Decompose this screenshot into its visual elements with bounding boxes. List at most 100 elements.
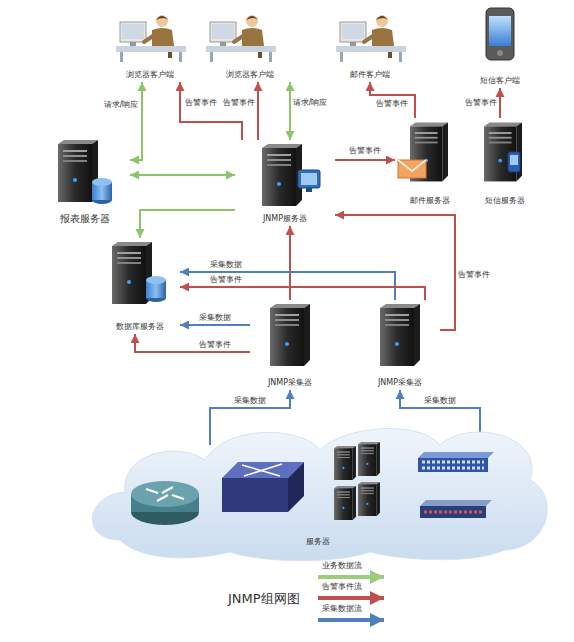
monitor-screen — [301, 173, 317, 185]
collector: JNMP采集器 — [360, 300, 440, 390]
server-icon — [262, 144, 302, 206]
flow-connector — [180, 324, 250, 326]
flow-connector — [289, 82, 291, 140]
router-arrows — [146, 487, 184, 501]
node-label: 浏览器客户端 — [126, 70, 174, 80]
edge-label: 请求/响应 — [292, 98, 329, 108]
flow-connector — [180, 287, 425, 300]
node-label: 数据库服务器 — [116, 322, 164, 332]
database-server: 数据库服务器 — [100, 238, 180, 334]
flow-connector — [370, 82, 415, 118]
server-icon — [334, 486, 356, 520]
edge-label: 采集数据 — [423, 396, 457, 406]
server-icon — [358, 482, 380, 516]
flow-connector — [335, 159, 395, 161]
jnmp-server: JNMP服务器 — [235, 140, 335, 226]
legend-arrow — [318, 618, 384, 622]
report-server: 报表服务器 — [40, 135, 130, 227]
node-label: JNMP采集器 — [268, 378, 312, 388]
node-label: 服务器 — [306, 537, 330, 547]
phone-icon — [508, 152, 520, 172]
user-workstation — [116, 15, 186, 62]
node-label: 邮件客户端 — [350, 70, 390, 80]
edge-label: 告警事件 — [222, 98, 256, 108]
legend-label: 告警事件流 — [322, 582, 362, 592]
edge-label: 告警事件 — [375, 99, 409, 109]
server-icon — [334, 446, 356, 480]
switch-top — [222, 462, 304, 478]
monitor-stand — [306, 188, 312, 192]
user-workstation — [206, 15, 276, 62]
rack-switch-top — [420, 500, 492, 506]
phone-button — [497, 50, 503, 56]
mail-server: 邮件服务器 — [395, 118, 465, 208]
connector-layer — [130, 82, 500, 445]
router-body — [131, 494, 199, 512]
switch-ports — [422, 467, 484, 470]
server-icon — [270, 304, 310, 366]
server-icon — [380, 304, 420, 366]
database-icon — [146, 276, 166, 302]
router-base — [131, 499, 199, 525]
legend-label: 业务数据流 — [322, 561, 362, 571]
user-workstation — [336, 15, 406, 62]
edge-label: 告警事件 — [348, 146, 382, 156]
monitor-icon — [298, 170, 320, 188]
legend-arrow — [318, 575, 384, 579]
edge-label: 采集数据 — [209, 260, 243, 270]
database-icon — [92, 178, 112, 204]
flow-connector — [140, 210, 235, 238]
envelope-icon — [398, 160, 426, 178]
client-workstation: 浏览器客户端 — [200, 8, 300, 82]
node-label: 短信服务器 — [485, 196, 525, 206]
node-label: JNMP服务器 — [263, 214, 307, 224]
collector: JNMP采集器 — [250, 300, 330, 390]
sms-server: 短信服务器 — [470, 118, 540, 208]
diagram-title: JNMP组网图 — [228, 591, 300, 607]
switch-ports — [422, 461, 484, 464]
phone-screen — [510, 155, 518, 165]
client-workstation: 浏览器客户端 — [112, 8, 188, 82]
server-icon — [358, 442, 380, 476]
cloud-shape — [92, 429, 547, 561]
flow-connector — [180, 82, 242, 140]
envelope-flap — [398, 160, 426, 171]
network-cloud: 服务器 — [95, 445, 545, 563]
sms-client: 短信客户端 — [470, 4, 530, 88]
switch-front — [222, 478, 288, 512]
edge-label: 采集数据 — [198, 313, 232, 323]
edge-label: 告警事件 — [184, 98, 218, 108]
switch-arrows — [242, 464, 282, 476]
flow-connector — [499, 88, 501, 118]
node-label: JNMP采集器 — [378, 378, 422, 388]
rack-switch — [420, 506, 486, 518]
edge-label: 请求/响应 — [103, 100, 140, 110]
switch-ports — [424, 511, 482, 514]
rack-switch — [418, 458, 488, 472]
flow-connector — [130, 174, 235, 176]
node-label: 邮件服务器 — [410, 196, 450, 206]
edge-label: 采集数据 — [233, 396, 267, 406]
rack-switch-top — [418, 452, 494, 458]
legend-arrow — [318, 596, 384, 600]
edge-label: 告警事件 — [464, 98, 498, 108]
server-icon — [484, 123, 522, 182]
phone-screen — [489, 16, 511, 46]
node-label: 报表服务器 — [60, 213, 110, 225]
legend-label: 采集数据流 — [322, 604, 362, 614]
flow-connector — [289, 226, 291, 300]
mobile-phone — [486, 8, 514, 60]
node-label: 短信客户端 — [480, 76, 520, 86]
flow-connector — [135, 334, 250, 352]
client-workstation: 邮件客户端 — [332, 8, 408, 82]
edge-label: 告警事件 — [457, 270, 491, 280]
switch-side — [288, 462, 304, 512]
node-label: 浏览器客户端 — [226, 70, 274, 80]
router-top — [131, 481, 199, 507]
flow-connector — [130, 82, 142, 160]
edge-label: 告警事件 — [198, 340, 232, 350]
flow-connector — [257, 82, 259, 140]
